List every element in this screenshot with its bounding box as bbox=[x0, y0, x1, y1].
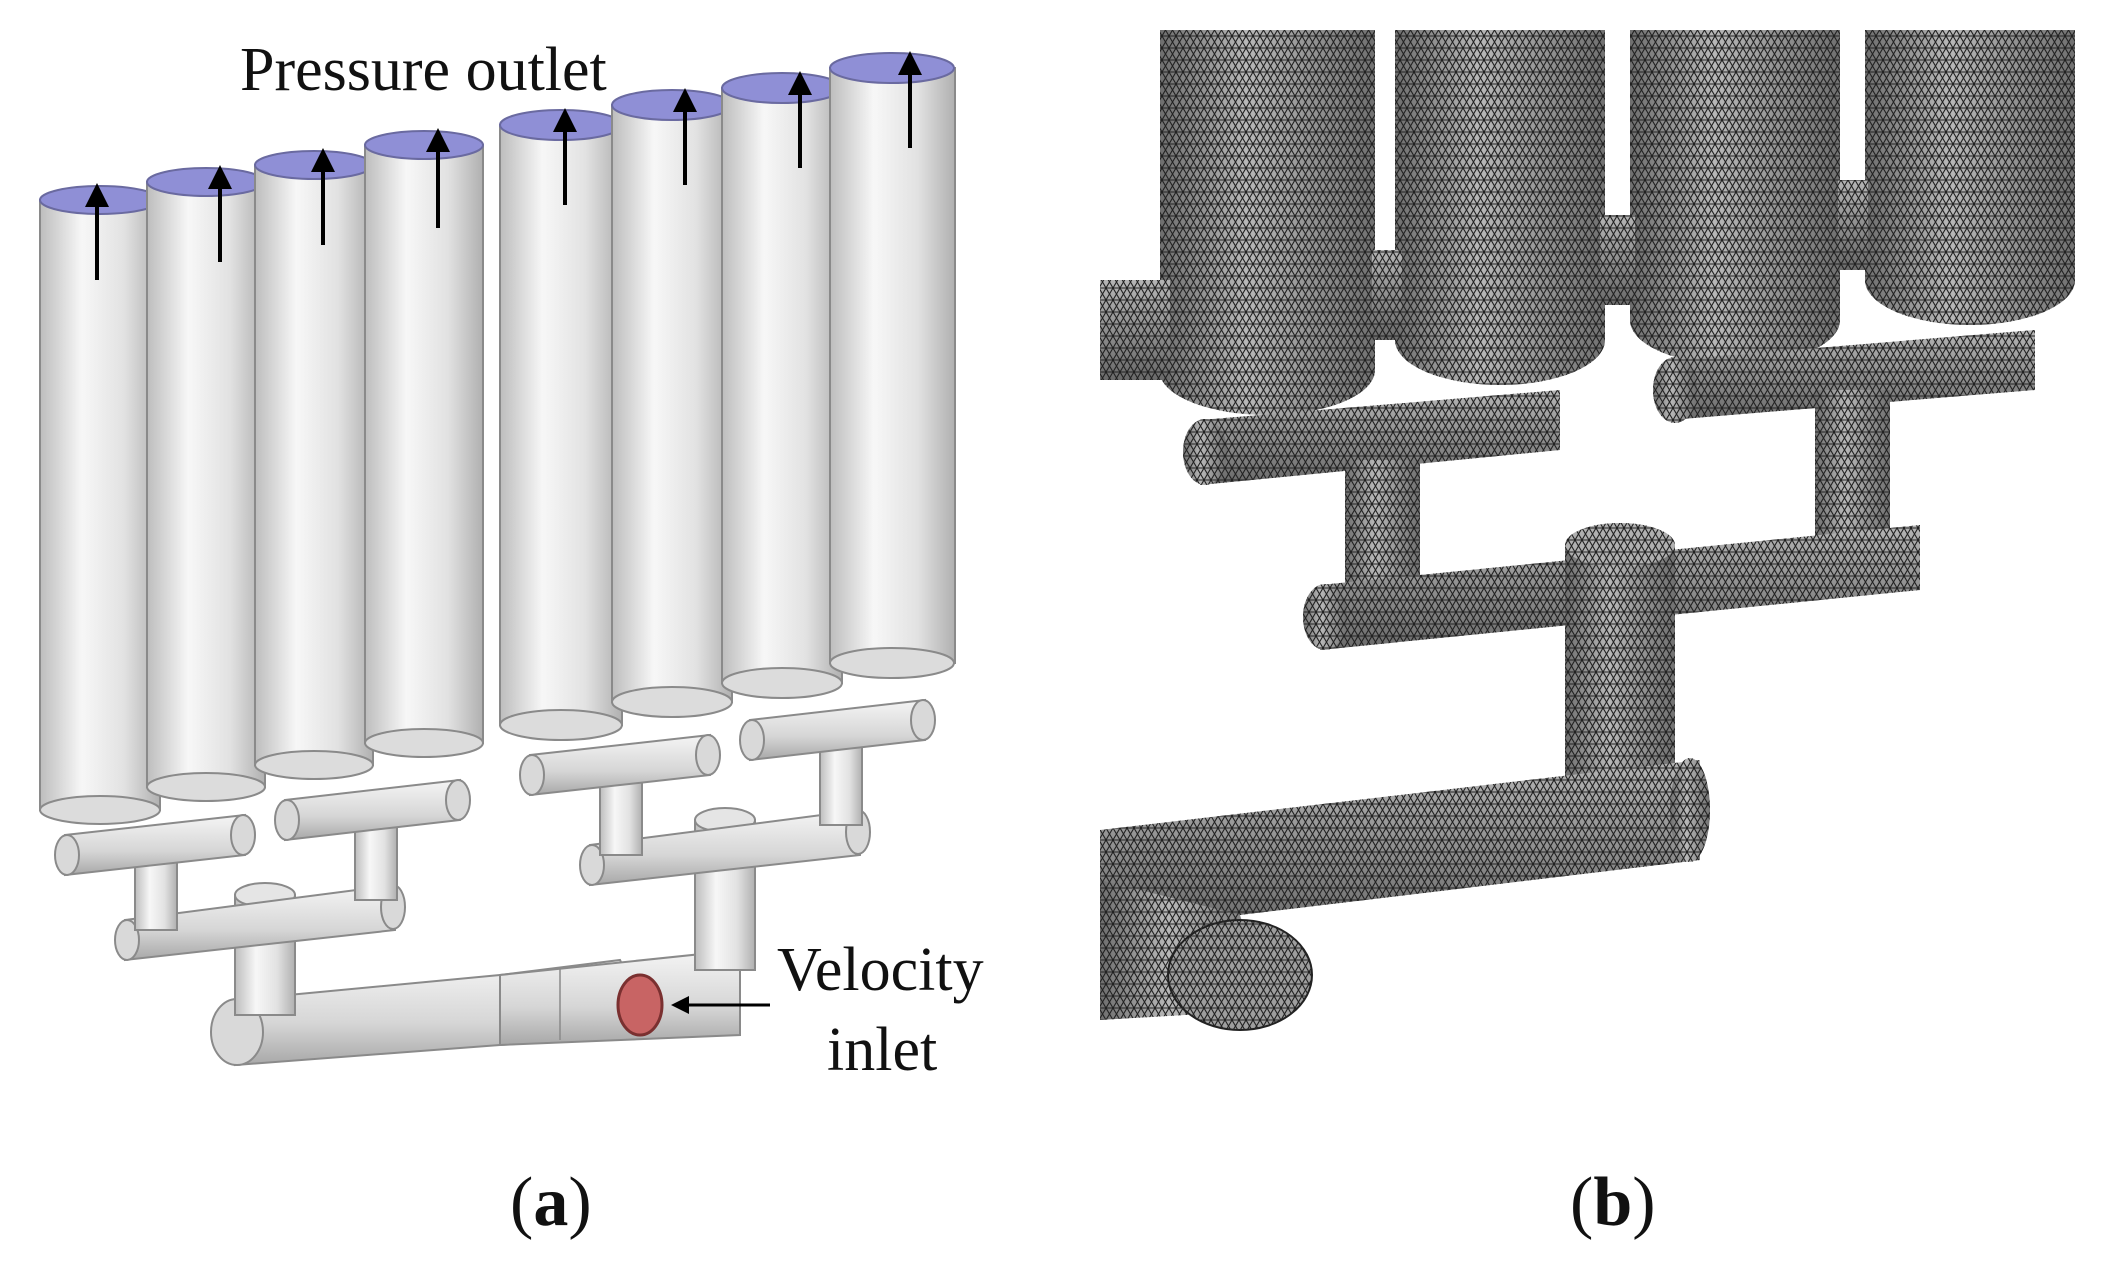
outlet-face bbox=[146, 167, 266, 197]
mesh-manifold bbox=[1100, 758, 1710, 1031]
pressure-outlet-label: Pressure outlet bbox=[240, 36, 607, 104]
branch-level-3 bbox=[54, 698, 936, 877]
captions: (a) (b) bbox=[510, 1164, 1656, 1241]
column-7 bbox=[721, 71, 843, 699]
outlet-face bbox=[611, 89, 733, 121]
mesh-columns bbox=[1159, 30, 2075, 415]
caption-b: (b) bbox=[1570, 1164, 1656, 1241]
mesh-branches bbox=[1183, 330, 2035, 805]
column-3 bbox=[254, 148, 374, 780]
columns bbox=[39, 51, 956, 825]
caption-a-letter: a bbox=[533, 1164, 568, 1241]
caption-a: (a) bbox=[510, 1164, 592, 1241]
inlet-manifold bbox=[210, 948, 741, 1067]
outlet-face bbox=[499, 109, 623, 141]
panel-b bbox=[1100, 30, 2106, 1100]
velocity-inlet-label-line1: Velocity bbox=[777, 936, 984, 1004]
column-4 bbox=[364, 128, 484, 758]
mesh-connectors bbox=[1100, 180, 1868, 380]
outlet-face bbox=[254, 150, 374, 180]
outlet-face bbox=[364, 130, 484, 160]
outlet-face bbox=[721, 72, 843, 104]
panel-a: Pressure outlet Velocity inlet bbox=[39, 36, 984, 1084]
velocity-inlet-face bbox=[616, 973, 664, 1037]
outlet-face bbox=[829, 52, 955, 84]
column-5 bbox=[499, 108, 623, 741]
column-1 bbox=[39, 183, 161, 825]
column-8 bbox=[829, 51, 956, 679]
column-2 bbox=[146, 165, 266, 802]
outlet-face bbox=[39, 185, 161, 215]
caption-b-letter: b bbox=[1593, 1164, 1632, 1241]
velocity-inlet-label-line2: inlet bbox=[827, 1016, 937, 1084]
column-6 bbox=[611, 88, 733, 718]
